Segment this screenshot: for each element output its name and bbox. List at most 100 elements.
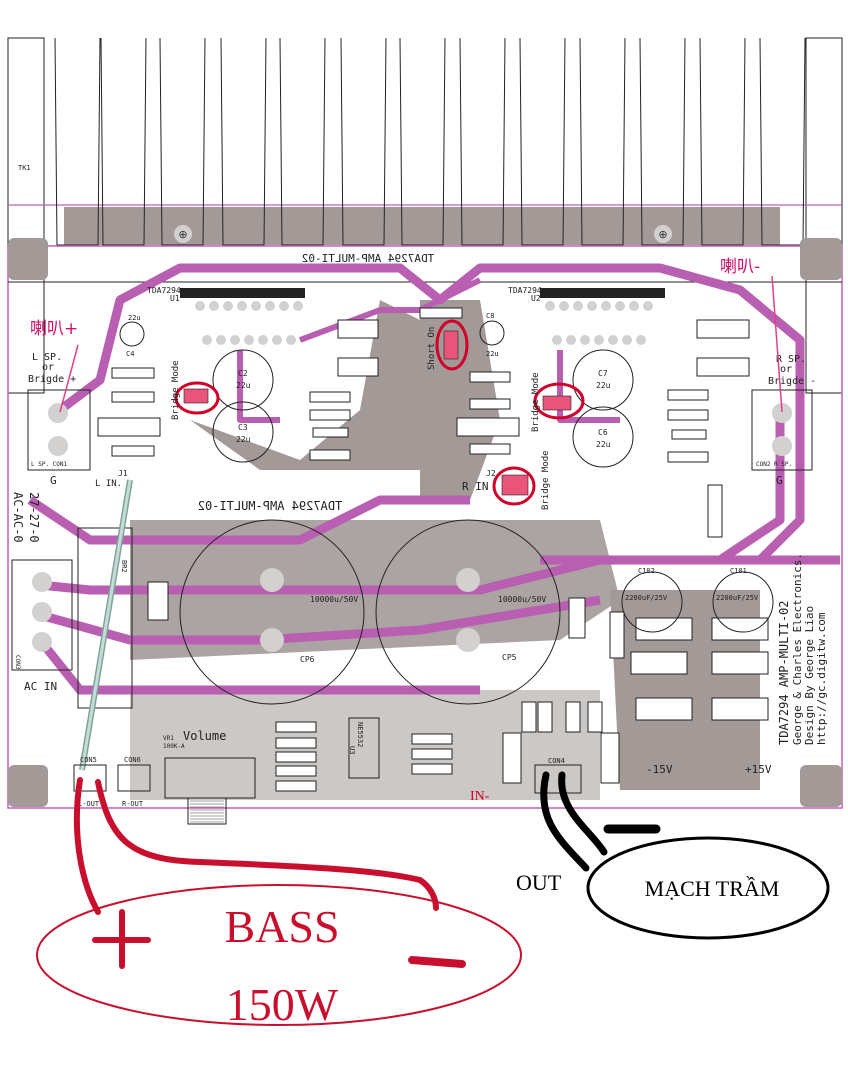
connector-con5[interactable]: CON5 — [73, 756, 107, 792]
heatsink-label: TK1 — [18, 164, 31, 172]
ic-pin — [615, 301, 625, 311]
part-r5 — [309, 449, 351, 461]
ic-pin — [209, 301, 219, 311]
svg-text:NE5532: NE5532 — [356, 722, 364, 747]
svg-text:22u: 22u — [128, 314, 141, 322]
minus-15v-label: -15V — [646, 763, 673, 776]
part-c104 — [635, 617, 693, 641]
arrow-icon — [59, 344, 79, 413]
svg-text:CON3: CON3 — [14, 655, 21, 670]
l-in-label: L IN. — [95, 479, 122, 489]
svg-text:George & Charles Electronics.: George & Charles Electronics. — [791, 553, 804, 745]
part-ra16 — [275, 780, 317, 792]
svg-text:L SP. CON1: L SP. CON1 — [31, 461, 68, 468]
jumper-jp-br3[interactable] — [435, 319, 469, 371]
heatsink-fin — [220, 37, 267, 246]
heatsink-fin — [519, 37, 566, 246]
plus-15v-label: +15V — [745, 763, 772, 776]
ic-pin — [580, 335, 590, 345]
svg-text:TDA7294: TDA7294 — [508, 286, 542, 295]
ic-pins — [195, 301, 653, 345]
out-wiring — [540, 771, 608, 872]
part-d1 — [312, 427, 349, 438]
mode-label-mid: Short On — [427, 327, 437, 370]
svg-text:22u: 22u — [236, 381, 251, 390]
minus-icon — [408, 956, 466, 968]
ic-u3: NE5532 U3 — [348, 717, 380, 779]
ic-u2: TDA7294 U2 — [508, 286, 665, 303]
r-sp-line3: Brigde - — [768, 376, 816, 387]
svg-text:CP5: CP5 — [502, 653, 517, 662]
bass-speaker-ellipse — [36, 884, 522, 1026]
svg-text:TDA7294 AMP-MULTI-02: TDA7294 AMP-MULTI-02 — [777, 601, 791, 746]
ac-voltage-line1: 27-27-0 — [27, 492, 41, 543]
svg-text:CON2 R SP.: CON2 R SP. — [756, 461, 792, 468]
capacitor-c102: C102 2200uF/25V — [621, 567, 683, 633]
l-sp-line3: Brigde + — [28, 374, 76, 385]
out-label: OUT — [516, 870, 562, 895]
speaker-minus-label: 喇叭- — [720, 257, 760, 277]
r-out-label: R-OUT — [122, 800, 144, 808]
svg-text:C3: C3 — [238, 423, 248, 432]
part-r12 — [469, 371, 511, 383]
part-rb15 — [275, 751, 317, 763]
ic-pin — [587, 301, 597, 311]
svg-text:C8: C8 — [486, 312, 494, 320]
mount-hole — [174, 225, 192, 243]
heatsink-fin — [279, 37, 326, 246]
bass-label: BASS — [224, 901, 339, 952]
board-title-mirrored: TDA7294 AMP-MULTI-02 — [302, 252, 434, 265]
capacitor-c3: C3 22u — [212, 401, 274, 463]
part-rb13 — [275, 721, 317, 733]
ic-pin — [272, 335, 282, 345]
ac-in-label: AC IN — [24, 680, 57, 693]
part-r11 — [667, 389, 709, 401]
ground-label-left: G — [50, 474, 57, 487]
sub-circuit-label: MẠCH TRẦM — [645, 876, 780, 901]
part-rb11 — [587, 701, 603, 733]
part-ic2 — [630, 651, 688, 675]
ic-pin — [223, 301, 233, 311]
vr1-value: 100K-A — [163, 743, 185, 750]
svg-text:CON5: CON5 — [80, 756, 97, 764]
svg-text:C2: C2 — [238, 369, 248, 378]
part-r15 — [609, 611, 625, 659]
part-ra14 — [411, 748, 453, 760]
svg-text:CON4: CON4 — [548, 757, 565, 765]
jumper-jp-br1[interactable] — [174, 381, 220, 415]
part-c106 — [635, 697, 693, 721]
in-minus-marker: IN- — [470, 789, 490, 804]
part-r1 — [111, 445, 155, 457]
r-sp-line2: or — [780, 364, 792, 375]
part-cp7 — [568, 597, 586, 639]
arrow-icon — [771, 275, 783, 413]
part-ic1 — [711, 651, 769, 675]
l-sp-line2: or — [42, 362, 54, 373]
heatsink-fin — [340, 37, 387, 246]
svg-text:BR2: BR2 — [120, 560, 128, 573]
svg-text:22u: 22u — [596, 381, 611, 390]
connector-con1[interactable]: L SP. CON1 — [27, 389, 91, 471]
part-r7 — [111, 391, 155, 403]
ic-pin — [559, 301, 569, 311]
capacitor-cp6: 10000u/50V CP6 — [179, 519, 365, 705]
potentiometer-vr1[interactable] — [164, 757, 256, 825]
heatsink-fin — [759, 37, 806, 246]
plus-icon — [92, 909, 151, 969]
j2-label: J2 — [486, 469, 496, 478]
connector-con6[interactable]: CON6 — [117, 756, 151, 792]
part-ra11 — [521, 701, 537, 733]
bridge-rectifier-br2: BR2 — [77, 527, 133, 709]
connector-j2[interactable] — [492, 466, 536, 506]
connector-con2[interactable]: CON2 R SP. — [751, 389, 813, 471]
part-rb16 — [275, 765, 317, 777]
capacitor-c8: C8 22u — [479, 312, 505, 358]
part-c103 — [711, 617, 769, 641]
speaker-plus-label: 喇叭+ — [30, 319, 78, 339]
jumper-jp-br2[interactable] — [533, 382, 585, 420]
svg-text:U2: U2 — [531, 294, 541, 303]
connector-con3[interactable]: CON3 — [11, 559, 73, 671]
connector-con4[interactable]: CON4 — [534, 757, 582, 794]
capacitor-c2: C2 22u — [212, 349, 274, 411]
